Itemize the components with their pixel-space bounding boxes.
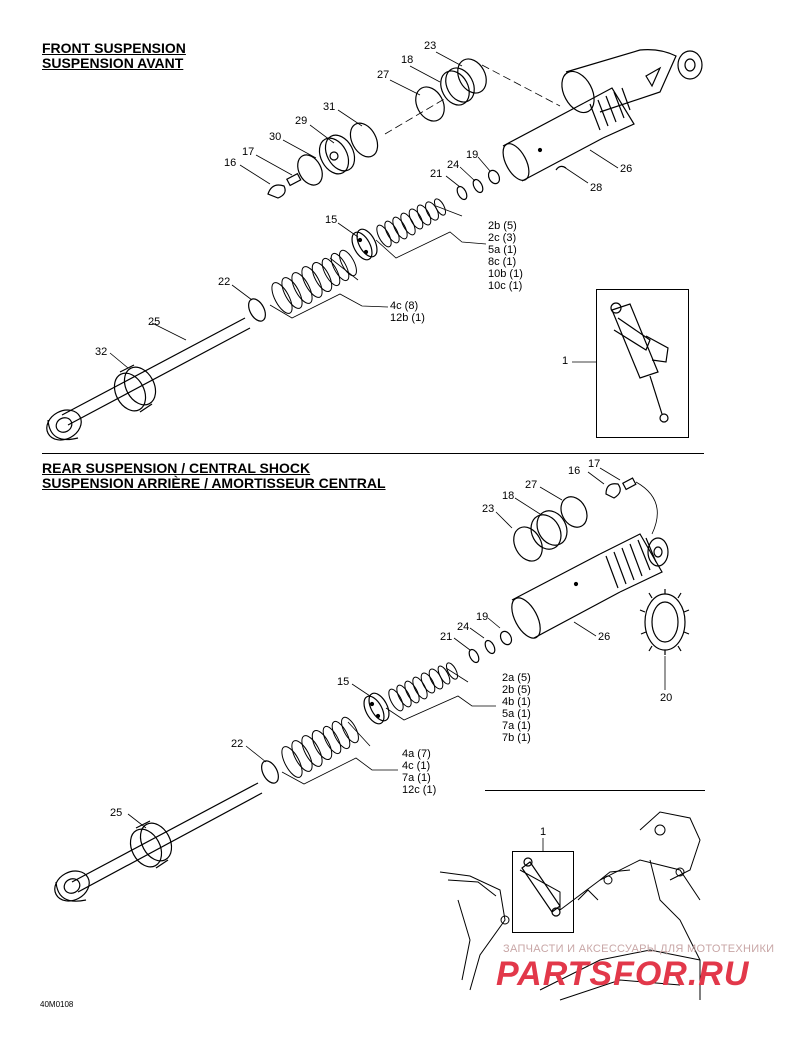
front-bumper [113, 364, 157, 413]
front-shim-1-item: 5a (1) [488, 244, 517, 256]
rear-part-22: 22 [231, 738, 244, 750]
front-part-30: 30 [269, 131, 282, 143]
rear-shim-2-item: 12c (1) [402, 784, 437, 796]
rear-part-19: 19 [476, 611, 489, 623]
front-part-17: 17 [242, 146, 255, 158]
front-shim-stack-lower [271, 249, 357, 314]
rear-adjuster-nut [639, 589, 690, 655]
front-part-32: 32 [95, 346, 108, 358]
rear-part-16: 16 [568, 465, 581, 477]
front-valve-cap [267, 172, 302, 199]
front-seal-rings [415, 58, 487, 122]
rear-inset-illustration [439, 811, 701, 1001]
rear-shim-1-item: 5a (1) [502, 708, 531, 720]
rear-shim-2-item: 4a (7) [402, 748, 431, 760]
front-part-29: 29 [295, 115, 308, 127]
rear-shim-2-item: 4c (1) [402, 760, 431, 772]
front-part-16: 16 [224, 157, 237, 169]
front-shock-rod [46, 317, 251, 441]
front-shim-1-item: 10c (1) [488, 280, 523, 292]
rear-shim-stack-upper [388, 662, 459, 712]
document-id: 40M0108 [40, 1000, 74, 1009]
front-end-cap [297, 122, 379, 186]
front-leader-lines [109, 51, 619, 369]
front-part-24: 24 [447, 159, 460, 171]
rear-part-26: 26 [598, 631, 611, 643]
rear-suspension-title: REAR SUSPENSION / CENTRAL SHOCK SUSPENSI… [42, 461, 386, 491]
front-part-28: 28 [590, 182, 603, 194]
rear-title-fr: SUSPENSION ARRIÈRE / AMORTISSEUR CENTRAL [42, 475, 386, 491]
rear-washer [261, 760, 279, 784]
rear-shock-rod [54, 782, 263, 902]
rear-part-24: 24 [457, 621, 470, 633]
rear-part-1: 1 [540, 826, 547, 838]
rear-part-23: 23 [482, 503, 495, 515]
front-nut-washers [456, 169, 501, 201]
rear-shim-stack-lower [281, 716, 359, 778]
front-part-27: 27 [377, 69, 390, 81]
rear-shim-group-2: 4a (7) 4c (1) 7a (1) 12c (1) [402, 748, 436, 796]
rear-part-18: 18 [502, 490, 515, 502]
front-inset-shock [610, 302, 669, 423]
front-clip [555, 165, 567, 171]
rear-shim-1-item: 2b (5) [502, 684, 531, 696]
front-part-31: 31 [323, 101, 336, 113]
watermark-tagline: ЗАПЧАСТИ И АКСЕССУАРЫ ДЛЯ МОТОТЕХНИКИ [503, 943, 775, 955]
rear-shim-1-item: 7a (1) [502, 720, 531, 732]
front-part-23: 23 [424, 40, 437, 52]
rear-shim-2-item: 7a (1) [402, 772, 431, 784]
front-part-25: 25 [148, 316, 161, 328]
section-divider [42, 453, 704, 454]
front-shim-stack-upper [376, 198, 447, 248]
rear-part-20: 20 [660, 692, 673, 704]
front-shim-2-item: 12b (1) [390, 312, 425, 324]
front-shim-1-item: 8c (1) [488, 256, 517, 268]
rear-shim-1-item: 4b (1) [502, 696, 531, 708]
front-shim-1-item: 2c (3) [488, 232, 517, 244]
rear-inset-frame [512, 851, 574, 933]
rear-leader-lines [127, 467, 666, 852]
rear-title-en: REAR SUSPENSION / CENTRAL SHOCK [42, 460, 311, 476]
front-shim-group-2: 4c (8) 12b (1) [390, 300, 425, 324]
front-shock-body [502, 49, 703, 182]
rear-part-27: 27 [525, 479, 538, 491]
rear-shim-group-1: 2a (5) 2b (5) 4b (1) 5a (1) 7a (1) 7b (1… [502, 672, 531, 744]
front-shim-2-item: 4c (8) [390, 300, 419, 312]
front-title-fr: SUSPENSION AVANT [42, 55, 184, 71]
rear-seal-rings [513, 496, 588, 562]
front-washer [248, 298, 266, 322]
front-part-15: 15 [325, 214, 338, 226]
front-inset-frame [596, 289, 689, 438]
front-suspension-title: FRONT SUSPENSION SUSPENSION AVANT [42, 41, 186, 71]
watermark-logo: PARTSFOR.RU [496, 955, 750, 993]
rear-part-15: 15 [337, 676, 350, 688]
front-title-en: FRONT SUSPENSION [42, 40, 186, 56]
rear-shim-1-item: 2a (5) [502, 672, 531, 684]
rear-nut-washers [468, 630, 513, 664]
front-part-21: 21 [430, 168, 443, 180]
front-part-1: 1 [562, 355, 569, 367]
front-part-26: 26 [620, 163, 633, 175]
front-piston [351, 228, 378, 261]
rear-inset-shock [521, 857, 561, 917]
front-shim-1-item: 10b (1) [488, 268, 523, 280]
front-shim-group-1: 2b (5) 2c (3) 5a (1) 8c (1) 10b (1) 10c … [488, 220, 523, 292]
rear-part-17: 17 [588, 458, 601, 470]
front-part-22: 22 [218, 276, 231, 288]
front-part-18: 18 [401, 54, 414, 66]
rear-part-21: 21 [440, 631, 453, 643]
front-part-19: 19 [466, 149, 479, 161]
rear-piston [363, 692, 390, 725]
rear-valve-cap [605, 477, 637, 499]
front-shim-1-item: 2b (5) [488, 220, 517, 232]
inset-divider [485, 790, 705, 791]
rear-part-25: 25 [110, 807, 123, 819]
rear-bumper [129, 820, 173, 869]
rear-shock-body [511, 533, 669, 639]
rear-shim-1-item: 7b (1) [502, 732, 531, 744]
